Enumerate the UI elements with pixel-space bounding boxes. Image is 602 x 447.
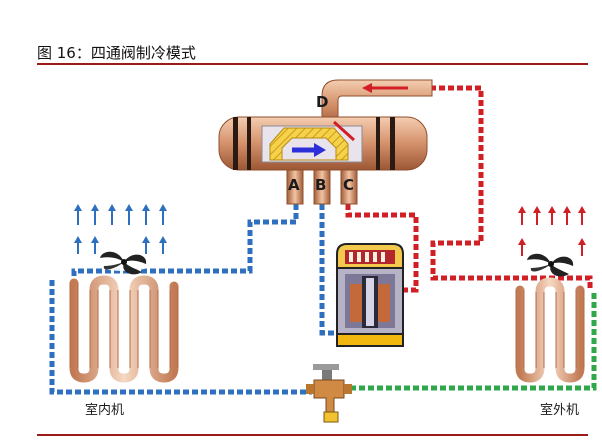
fan-icon bbox=[521, 253, 581, 277]
outdoor-coil-outline bbox=[515, 290, 585, 368]
port-label-b: B bbox=[315, 176, 326, 194]
expansion-valve-icon bbox=[306, 364, 352, 423]
red-pipe-network bbox=[345, 85, 593, 293]
indoor-airflow-arrows bbox=[74, 204, 167, 254]
airflow-arrow-icon bbox=[518, 206, 586, 256]
indoor-unit-label: 室内机 bbox=[85, 403, 125, 418]
figure-caption: 图 16：四通阀制冷模式 bbox=[37, 44, 196, 62]
compressor-icon bbox=[336, 243, 404, 347]
green-pipe-network bbox=[350, 290, 597, 391]
fan-icon bbox=[92, 251, 156, 275]
indoor-coil bbox=[69, 275, 179, 383]
top-rule bbox=[37, 63, 588, 65]
flow-direction-arrow bbox=[292, 143, 326, 157]
bottom-rule bbox=[37, 434, 588, 436]
outdoor-airflow-arrows bbox=[518, 206, 586, 256]
port-label-a: A bbox=[288, 176, 300, 194]
port-label-c: C bbox=[343, 176, 354, 194]
four-way-valve bbox=[218, 79, 433, 205]
outdoor-coil bbox=[515, 277, 585, 383]
indoor-coil-outline bbox=[69, 283, 179, 368]
airflow-arrow-icon bbox=[74, 204, 167, 254]
outdoor-unit-label: 室外机 bbox=[540, 403, 580, 418]
blue-pipe-network bbox=[49, 204, 340, 395]
flow-direction-arrow bbox=[362, 83, 408, 93]
port-label-d: D bbox=[316, 93, 328, 111]
